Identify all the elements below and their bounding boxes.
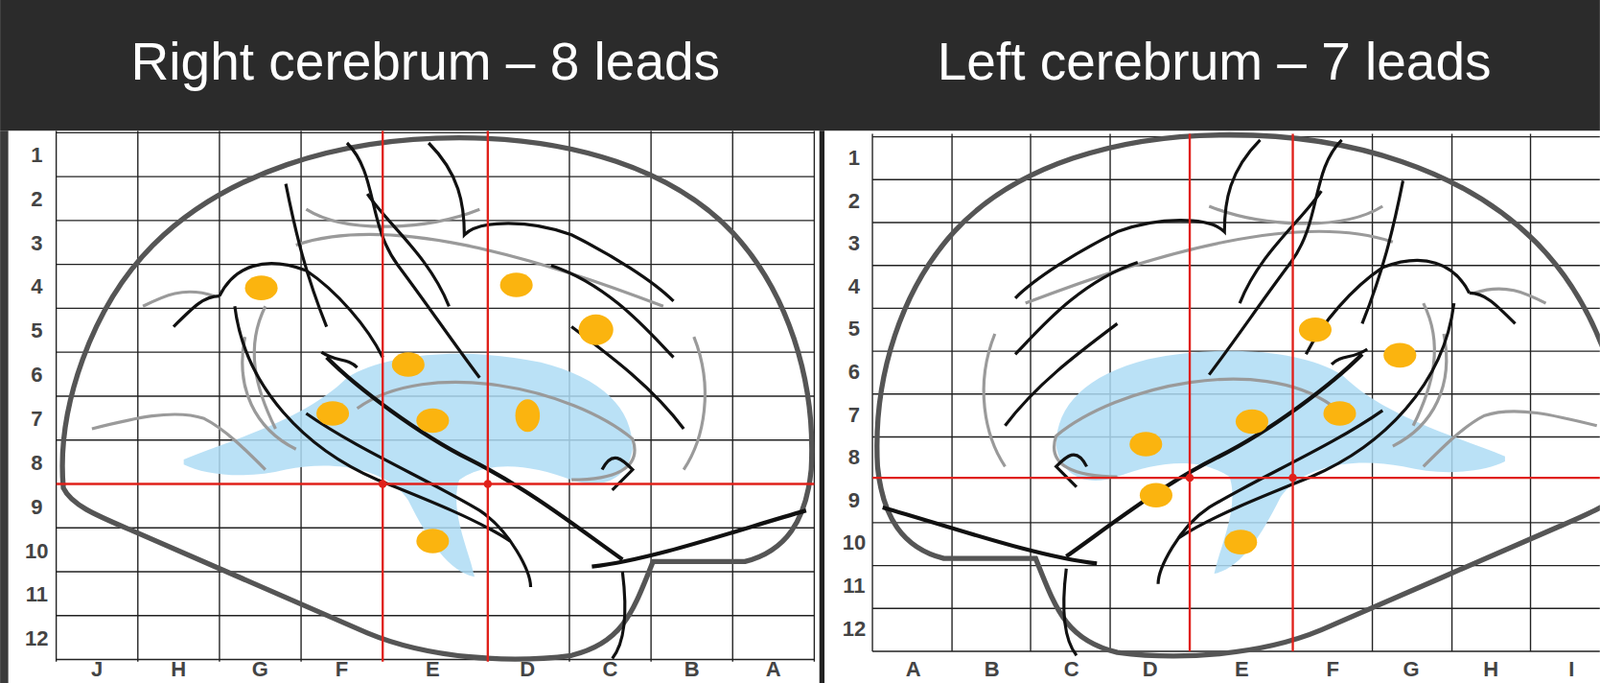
column-letter: I [1568,658,1575,680]
column-letter: D [519,658,535,680]
row-number: 11 [842,575,865,597]
column-letter: H [170,658,186,680]
column-letter: H [1483,658,1499,680]
column-letter: G [252,658,269,680]
row-number: 4 [848,276,860,298]
column-letter: D [1142,658,1159,680]
column-letter: C [1064,658,1080,680]
row-number: 3 [30,232,43,255]
row-number: 6 [30,364,43,386]
row-number: 2 [848,190,860,212]
column-letter: E [1234,658,1250,680]
column-letter: B [984,658,1000,680]
column-letter: C [602,658,619,680]
row-number: 3 [848,232,860,255]
row-number: 7 [848,404,860,426]
column-letter: B [684,658,700,680]
row-number: 12 [24,627,48,650]
row-number: 5 [848,318,860,340]
row-number: 12 [842,618,866,640]
row-number: 4 [30,276,43,298]
row-number: 1 [848,147,860,169]
row-number: 8 [848,446,860,468]
row-number: 11 [25,583,48,605]
row-number: 7 [30,408,43,430]
column-letter: A [905,658,922,680]
panel-title: Right cerebrum – 8 leads [131,34,720,88]
row-number: 1 [30,144,43,166]
column-letter: J [91,658,103,680]
row-number: 10 [842,532,866,554]
column-letter: G [1403,658,1420,680]
column-letter: F [335,658,348,680]
row-number: 8 [30,452,43,474]
row-number: 2 [30,188,43,210]
column-letter: A [765,658,782,680]
row-number: 9 [30,496,43,518]
column-letter: E [425,658,441,680]
row-number: 6 [848,361,860,383]
panel-title: Left cerebrum – 7 leads [937,34,1492,88]
row-number: 5 [30,320,43,342]
column-letter: F [1325,658,1339,680]
row-number: 9 [848,489,860,511]
row-number: 10 [24,540,48,562]
